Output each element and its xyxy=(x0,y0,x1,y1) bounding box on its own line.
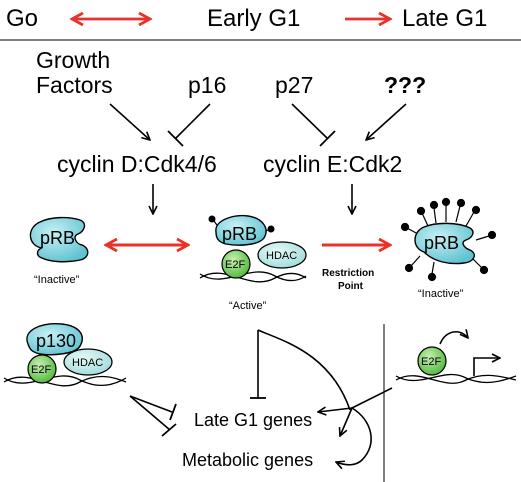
cyclin-e-cdk2-label: cyclin E:Cdk2 xyxy=(263,151,402,177)
prb-represses-genes-inhibit xyxy=(250,330,266,399)
prb-phosphorylated-right: pRB xyxy=(400,197,497,282)
hdac-label: HDAC xyxy=(72,357,103,369)
e2f-activates-genes-arrow xyxy=(340,387,393,436)
phase-early-g1-label: Early G1 xyxy=(207,5,300,32)
hdac-protein xyxy=(63,348,113,376)
growth-factors-label-line1: Growth xyxy=(36,47,110,73)
e2f-protein xyxy=(417,346,447,376)
prb-inactive-left: pRB xyxy=(29,216,89,263)
metabolic-genes-activate-arrow xyxy=(336,407,372,465)
hdac-label: HDAC xyxy=(266,250,297,262)
late-g1-genes-label: Late G1 genes xyxy=(194,410,312,430)
e2f-protein xyxy=(27,354,57,384)
restriction-point-label-line2: Point xyxy=(338,281,364,292)
p130-complex: p130 HDAC E2F xyxy=(3,323,127,387)
e2f-label: E2F xyxy=(421,356,441,368)
dna-strand xyxy=(3,375,127,387)
unknown-activator-label: ??? xyxy=(384,72,426,98)
growth-factors-activate-arrow xyxy=(109,103,150,140)
prb-active-complex: pRB HDAC E2F xyxy=(199,214,307,283)
late-g1-genes-activate-arrow xyxy=(318,408,353,412)
active-label: “Active” xyxy=(229,300,267,312)
p130-label: p130 xyxy=(36,331,76,351)
inactive-right-label: “Inactive” xyxy=(418,288,464,300)
growth-factors-label-line2: Factors xyxy=(36,72,113,98)
p16-inhibit-arrow xyxy=(167,103,211,147)
metabolic-genes-label: Metabolic genes xyxy=(182,450,313,470)
p130-represses-genes-inhibit xyxy=(129,395,177,437)
inactive-left-label: “Inactive” xyxy=(34,274,80,286)
phase-go-label: Go xyxy=(6,5,38,32)
p27-label: p27 xyxy=(275,72,313,98)
genes-feedback-curve xyxy=(257,329,351,411)
dna-strand xyxy=(395,374,517,384)
p16-label: p16 xyxy=(188,72,226,98)
prb-label: pRB xyxy=(222,224,257,244)
transcription-start-arrow xyxy=(473,358,500,376)
restriction-point-label-line1: Restriction xyxy=(322,268,374,279)
e2f-protein xyxy=(221,249,251,279)
cyclin-d-cdk46-label: cyclin D:Cdk4/6 xyxy=(57,151,217,177)
prb-label: pRB xyxy=(424,233,459,253)
transcription-activation-arrow xyxy=(439,332,468,345)
e2f-label: E2F xyxy=(31,364,51,376)
phase-late-g1-label: Late G1 xyxy=(402,5,487,32)
hdac-protein xyxy=(257,241,307,269)
e2f-label: E2F xyxy=(225,259,245,271)
unknown-activate-arrow xyxy=(366,103,407,140)
e2f-active-transcription: E2F xyxy=(383,324,517,482)
dna-strand xyxy=(199,272,307,283)
prb-label: pRB xyxy=(40,228,75,248)
p27-inhibit-arrow xyxy=(291,103,336,147)
